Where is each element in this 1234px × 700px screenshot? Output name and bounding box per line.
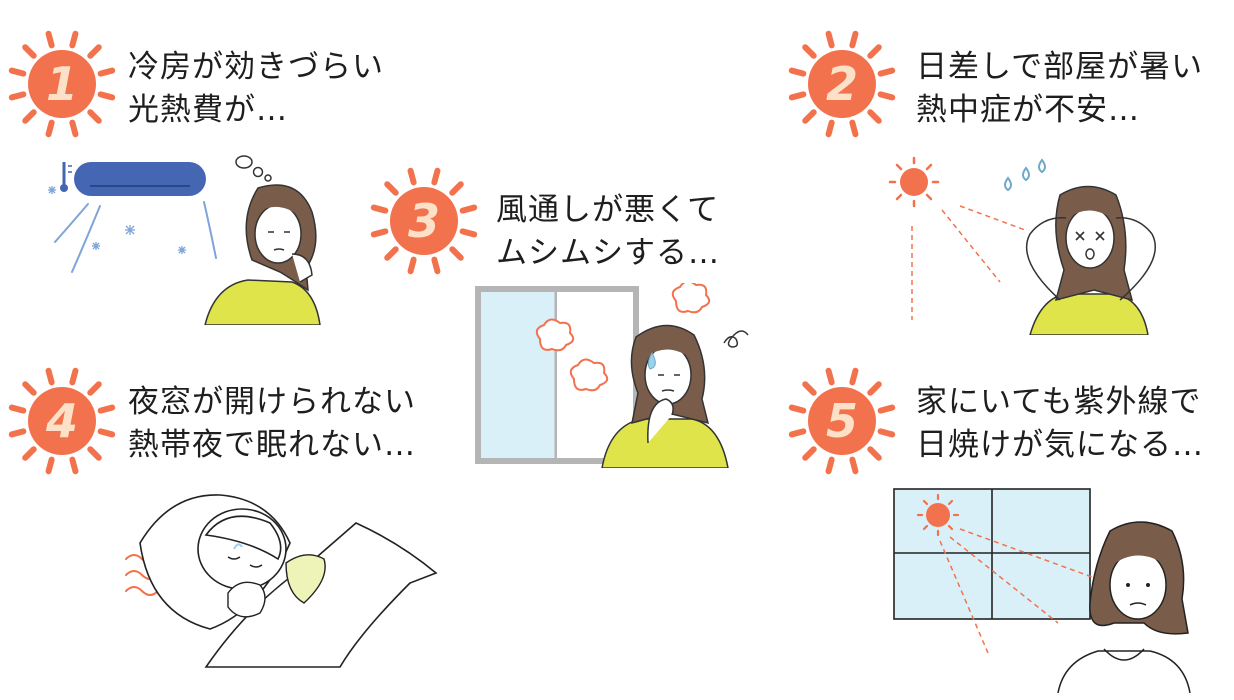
sun-badge-1: 1 <box>8 30 116 138</box>
item-2: 2 日差しで部屋が暑い 熱中症が不安… <box>780 0 1230 340</box>
sun-badge-4: 4 <box>8 367 116 475</box>
sun-badge-2: 2 <box>788 30 896 138</box>
caption-1-line-1: 冷房が効きづらい <box>128 49 384 85</box>
snowflake-icons <box>48 186 186 254</box>
item-5: 5 家にいても紫外線で 日焼けが気になる… <box>780 355 1230 700</box>
sweat-drop-icons <box>1004 158 1046 192</box>
frustration-squiggle-icon <box>723 330 749 348</box>
item-3: 3 風通しが悪くて ムシムシする… <box>360 155 780 475</box>
airflow-lines <box>54 201 217 273</box>
sun-icon <box>788 30 896 138</box>
ac-unit-icon <box>74 162 206 196</box>
sun-badge-5: 5 <box>788 367 896 475</box>
badge-number-3: 3 <box>407 194 440 248</box>
worried-woman-figure <box>204 184 321 325</box>
sweating-woman-figure <box>601 324 729 468</box>
caption-4-line-2: 熱帯夜で眠れない… <box>128 427 416 463</box>
badge-number-1: 1 <box>45 57 78 111</box>
pajama-shoulder <box>285 554 326 604</box>
caption-2-line-1: 日差しで部屋が暑い <box>916 49 1204 85</box>
badge-number-4: 4 <box>45 394 78 448</box>
thought-bubble-icon <box>235 155 272 182</box>
overheated-woman-figure <box>1025 185 1156 335</box>
stuffy-room-illustration <box>475 283 749 468</box>
sunlight-heat-illustration <box>888 156 1156 335</box>
caption-4: 夜窓が開けられない 熱帯夜で眠れない… <box>128 381 416 467</box>
small-sun-icon <box>916 493 960 537</box>
sleepless-night-illustration <box>125 494 438 668</box>
caption-5-line-2: 日焼けが気になる… <box>916 427 1204 463</box>
caption-3-line-2: ムシムシする… <box>496 235 720 271</box>
concerned-woman-figure <box>1057 521 1191 693</box>
air-conditioner-illustration <box>48 155 321 325</box>
steam-puff-icons <box>535 283 711 392</box>
sliding-window-icon <box>475 286 639 464</box>
sun-icon <box>370 167 478 275</box>
item-1: 1 冷房が効きづらい 光熱費が… <box>0 0 420 330</box>
caption-3-line-1: 風通しが悪くて <box>496 192 720 228</box>
sun-icon <box>788 367 896 475</box>
caption-5: 家にいても紫外線で 日焼けが気になる… <box>916 381 1204 467</box>
sun-badge-3: 3 <box>370 167 478 275</box>
sun-ray-lines <box>911 205 1026 320</box>
uv-ray-lines <box>939 528 1115 654</box>
caption-1-line-2: 光熱費が… <box>128 92 288 128</box>
caption-4-line-1: 夜窓が開けられない <box>128 384 416 420</box>
small-sun-icon <box>888 156 940 208</box>
uv-exposure-illustration <box>893 488 1191 693</box>
badge-number-2: 2 <box>825 57 858 111</box>
caption-2-line-2: 熱中症が不安… <box>916 92 1140 128</box>
caption-3: 風通しが悪くて ムシムシする… <box>496 189 720 275</box>
caption-2: 日差しで部屋が暑い 熱中症が不安… <box>916 46 1203 132</box>
item-4: 4 夜窓が開けられない 熱帯夜で眠れない… <box>0 355 460 700</box>
sun-icon <box>8 30 116 138</box>
sleeping-person-figure <box>197 508 287 618</box>
four-pane-window-icon <box>893 488 1091 620</box>
thermometer-icon <box>60 162 72 192</box>
caption-1: 冷房が効きづらい 光熱費が… <box>128 46 384 132</box>
sun-icon <box>8 367 116 475</box>
badge-number-5: 5 <box>825 394 858 448</box>
caption-5-line-1: 家にいても紫外線で <box>916 384 1202 420</box>
